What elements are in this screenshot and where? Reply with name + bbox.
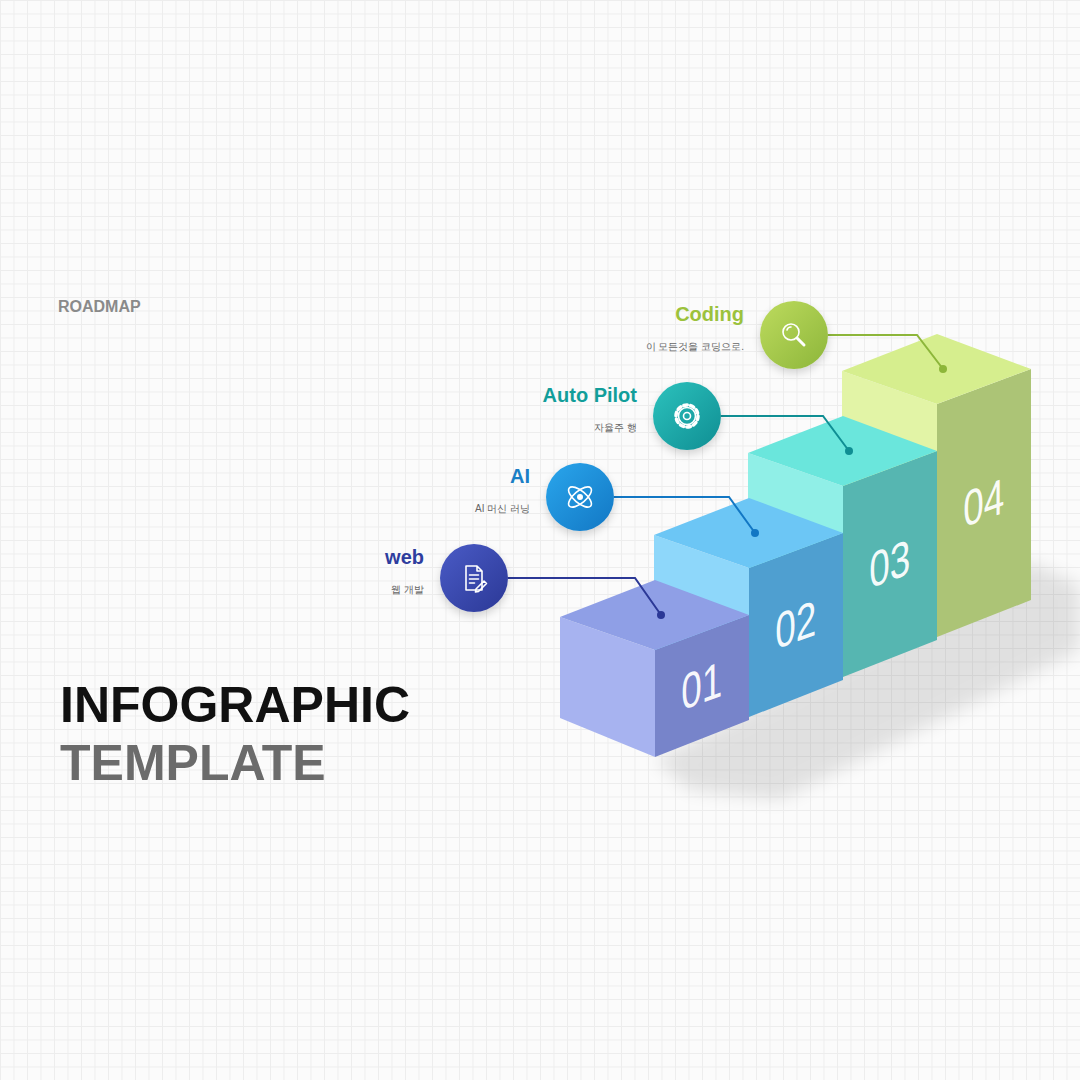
step-heading: web: [385, 544, 424, 570]
icon-strokes: [783, 324, 804, 345]
circle-label-group: Coding 이 모든것을 코딩으로.: [646, 301, 744, 354]
circle-label-group: web 웹 개발: [385, 544, 424, 597]
step-box: 03: [843, 451, 937, 677]
leader-dot: [939, 365, 947, 373]
step-heading: Auto Pilot: [543, 382, 637, 408]
leader-dot: [751, 529, 759, 537]
leader-connector: [614, 497, 755, 533]
circle-icon: [760, 301, 828, 369]
step-box: 02: [749, 533, 843, 717]
icon-strokes: [466, 566, 487, 592]
step-description: AI 머신 러닝: [475, 502, 530, 516]
circle-label-group: AI AI 머신 러닝: [475, 463, 530, 516]
block-top-face: [654, 498, 843, 568]
block-top-face: [842, 334, 1031, 404]
page-title: INFOGRAPHIC TEMPLATE: [60, 676, 500, 792]
label-wrap: ROADMAP: [58, 297, 141, 317]
icon-circle: Coding이 모든것을 코딩으로.: [760, 301, 828, 369]
icon-circle: AIAI 머신 러닝: [546, 463, 614, 531]
icon-strokes: [676, 405, 698, 427]
icon-circle: web웹 개발: [440, 544, 508, 612]
step-description: 웹 개발: [385, 583, 424, 597]
step-heading: Coding: [646, 301, 744, 327]
leader-connector: [508, 578, 661, 615]
leader-connector: [721, 416, 849, 451]
circle-icon: [653, 382, 721, 450]
step-box: 04: [937, 369, 1031, 637]
step-number: 02: [775, 590, 816, 661]
circle-icon: [546, 463, 614, 531]
block-right-face: [937, 369, 1031, 637]
leader-dot: [845, 447, 853, 455]
leader-connector: [828, 335, 943, 369]
icon-strokes: [565, 483, 594, 510]
block-right-face: [843, 451, 937, 677]
step-number: 03: [869, 529, 910, 600]
title-wrap: INFOGRAPHIC TEMPLATE: [60, 676, 500, 792]
leader-dot: [657, 611, 665, 619]
block-top-face: [748, 416, 937, 486]
step-box: 01: [655, 615, 749, 757]
step-number: 01: [681, 651, 722, 722]
step-heading: AI: [475, 463, 530, 489]
circle-label-group: Auto Pilot 자율주 행: [543, 382, 637, 435]
icon-circle: Auto Pilot자율주 행: [653, 382, 721, 450]
step-description: 자율주 행: [543, 421, 637, 435]
section-label: ROADMAP: [58, 297, 141, 317]
circle-icon: [440, 544, 508, 612]
block-top-face: [560, 580, 749, 650]
step-description: 이 모든것을 코딩으로.: [646, 340, 744, 354]
step-number: 04: [963, 468, 1004, 539]
